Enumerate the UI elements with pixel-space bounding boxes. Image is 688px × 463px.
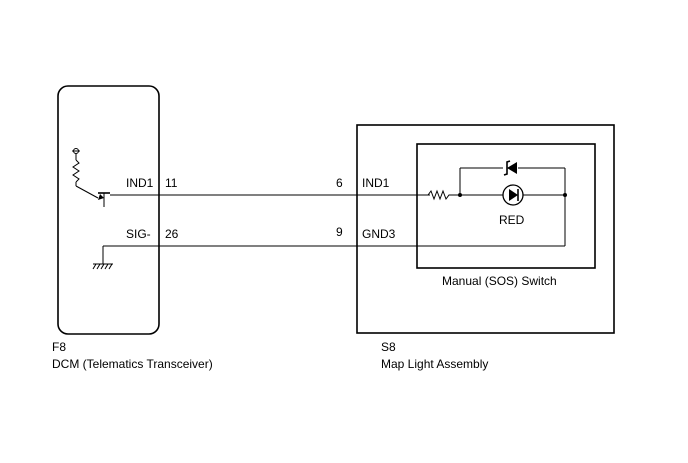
dcm-pin-number-11: 11: [165, 176, 178, 190]
dcm-pin-label-sig: SIG-: [126, 227, 151, 241]
map-light-pin-number-9: 9: [336, 225, 343, 239]
junction-dot: [563, 193, 567, 197]
manual-sos-switch-box: [416, 143, 596, 269]
switch-name-label: Manual (SOS) Switch: [442, 274, 557, 288]
map-light-connector-label: S8: [381, 340, 396, 354]
junction-dot: [458, 193, 462, 197]
led-color-label: RED: [499, 213, 525, 227]
map-light-pin-number-6: 6: [336, 176, 343, 190]
dcm-pin-number-26: 26: [165, 227, 179, 241]
dcm-connector-label: F8: [52, 340, 66, 354]
ground-symbol: [92, 246, 113, 270]
dcm-box: [57, 85, 160, 335]
resistor-symbol: [427, 189, 460, 201]
map-light-assembly-box: [356, 124, 615, 334]
map-light-pin-label-ind1: IND1: [362, 176, 390, 190]
zener-diode-icon: [503, 160, 517, 176]
dcm-pin-label-ind1: IND1: [126, 176, 154, 190]
led-icon: [502, 184, 524, 206]
map-light-pin-label-gnd3: GND3: [362, 227, 396, 241]
dcm-name-label: DCM (Telematics Transceiver): [52, 357, 213, 371]
transistor-symbol: [72, 148, 110, 207]
map-light-name-label: Map Light Assembly: [381, 357, 488, 371]
